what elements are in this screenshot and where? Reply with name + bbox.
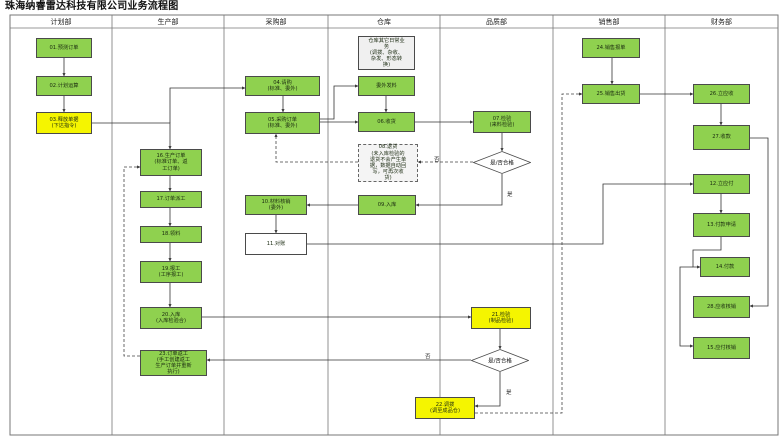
node-label: 14.付款 [715,263,735,270]
node-24[interactable]: 24.销售报单 [582,38,640,58]
node-10[interactable]: 10.材料核销 (委外) [245,195,307,215]
node-label: 27.收款 [712,134,731,141]
node-27[interactable]: 27.收款 [693,125,750,150]
decision-qc-incoming[interactable]: 是/否合格 [473,151,531,174]
node-label: 22.调拨 (调至成品仓) [430,401,460,414]
node-label: 21.检验 (制品检验) [488,311,514,324]
node-21[interactable]: 21.检验 (制品检验) [471,307,531,329]
edge-label-no-2: 否 [425,354,431,360]
node-13[interactable]: 13.付款申请 [693,213,750,237]
edge-03-04 [169,86,246,123]
node-22[interactable]: 22.调拨 (调至成品仓) [415,397,475,419]
node-03[interactable]: 03.释放单据 (下达指令) [36,112,92,134]
edge-d1-09 [415,174,503,207]
edge-23-16 [123,165,141,357]
node-label: 18.领料 [161,231,181,238]
node-25[interactable]: 25.销售出货 [582,84,640,104]
node-11[interactable]: 11.对账 [245,233,307,255]
node-06[interactable]: 06.收货 [358,112,415,132]
node-label: 05.采购订单 (标准、委外) [267,116,298,129]
lane-header-quality: 品质部 [486,17,507,26]
node-label: 07.检验 (来料检验) [489,115,515,128]
lane-header-finance: 财务部 [711,17,732,26]
edge-03-16 [90,122,172,150]
lane-header-planning: 计划部 [50,17,72,26]
edge-label-no-1: 否 [434,157,440,163]
node-label: 19.报工 (工序报工) [158,265,184,278]
dashed-connectors [123,92,583,414]
connectors [62,58,769,408]
node-label: 28.应收核销 [707,303,736,310]
node-label: 20.入库 (入库检验合) [156,311,186,324]
node-label: 23.订单返工 (手工创建返工 生产订单并重新 执行) [155,350,192,376]
edge-11-12 [307,182,694,245]
edge-27-28 [749,137,769,308]
node-label: 24.销售报单 [596,44,626,51]
note-warehouse-other: 仓库其它日常业 务 (调拨、杂收、 杂发、形态转 换) [358,36,415,70]
node-label: 16.生产订单 (标准订单、返 工订单) [154,153,188,172]
edge-label-yes-2: 是 [506,390,512,396]
node-15[interactable]: 15.应付核销 [693,337,750,359]
decision-label: 是/否合格 [488,357,512,365]
node-28[interactable]: 28.应收核销 [693,296,750,318]
node-20[interactable]: 20.入库 (入库检验合) [140,307,202,329]
node-17[interactable]: 17.订单派工 [140,191,202,208]
node-07[interactable]: 07.检验 (来料检验) [473,111,531,133]
swimlane-frame [9,14,779,436]
node-23[interactable]: 23.订单返工 (手工创建返工 生产订单并重新 执行) [140,350,207,376]
node-04[interactable]: 04.请购 (标准、委外) [245,76,320,96]
node-label: 仓库其它日常业 务 (调拨、杂收、 杂发、形态转 换) [368,37,405,69]
node-label: 01.预测订单 [49,44,79,51]
node-05[interactable]: 05.采购订单 (标准、委外) [245,112,320,134]
node-label: 06.收货 [377,118,396,125]
node-label: 25.销售出货 [596,90,626,97]
decision-label: 是/否合格 [490,159,514,167]
node-label: 02.计划运算 [49,82,79,89]
node-label: 08.退货 (未入库检验的 退货不会产生单 据，数据自动回 写，可再次收 货) [369,144,407,182]
lane-dividers [111,15,666,435]
node-12[interactable]: 12.立应付 [693,174,750,194]
node-label: 10.材料核销 (委外) [261,198,291,211]
edge-13-14 [692,237,722,269]
lane-header-production: 生产部 [157,17,179,26]
node-14[interactable]: 14.付款 [700,257,750,277]
edge-22-25 [475,92,583,414]
decision-qc-product[interactable]: 是/否合格 [471,349,529,372]
node-label: 15.应付核销 [707,344,736,351]
edge-08-05 [274,133,358,163]
node-26[interactable]: 26.立应收 [693,84,750,104]
edge-d2-22 [474,372,501,408]
node-19[interactable]: 19.报工 (工序报工) [140,261,202,283]
node-02[interactable]: 02.计划运算 [36,76,92,96]
node-16[interactable]: 16.生产订单 (标准订单、返 工订单) [140,149,202,176]
node-08[interactable]: 08.退货 (未入库检验的 退货不会产生单 据，数据自动回 写，可再次收 货) [358,144,418,182]
node-label: 17.订单派工 [156,196,186,203]
node-label: 委外发料 [376,82,397,89]
lane-header-sales: 销售部 [598,17,620,26]
edge-label-yes-1: 是 [507,192,513,198]
node-label: 26.立应收 [709,90,734,97]
node-label: 13.付款申请 [707,221,736,228]
node-outsource-issue[interactable]: 委外发料 [358,76,415,96]
edge-14-15 [679,266,694,348]
node-label: 04.请购 (标准、委外) [267,79,298,92]
node-18[interactable]: 18.领料 [140,226,202,243]
lane-header-purchasing: 采购部 [265,17,287,26]
node-label: 12.立应付 [709,180,734,187]
node-label: 09.入库 [377,201,397,208]
page-title: 珠海纳睿雷达科技有限公司业务流程图 [5,1,179,12]
node-09[interactable]: 09.入库 [358,195,416,215]
node-label: 03.释放单据 (下达指令) [49,116,79,129]
node-label: 11.对账 [266,240,286,247]
node-01[interactable]: 01.预测订单 [36,38,92,58]
lane-header-warehouse: 仓库 [377,17,391,26]
edge-05-wx [320,84,359,120]
